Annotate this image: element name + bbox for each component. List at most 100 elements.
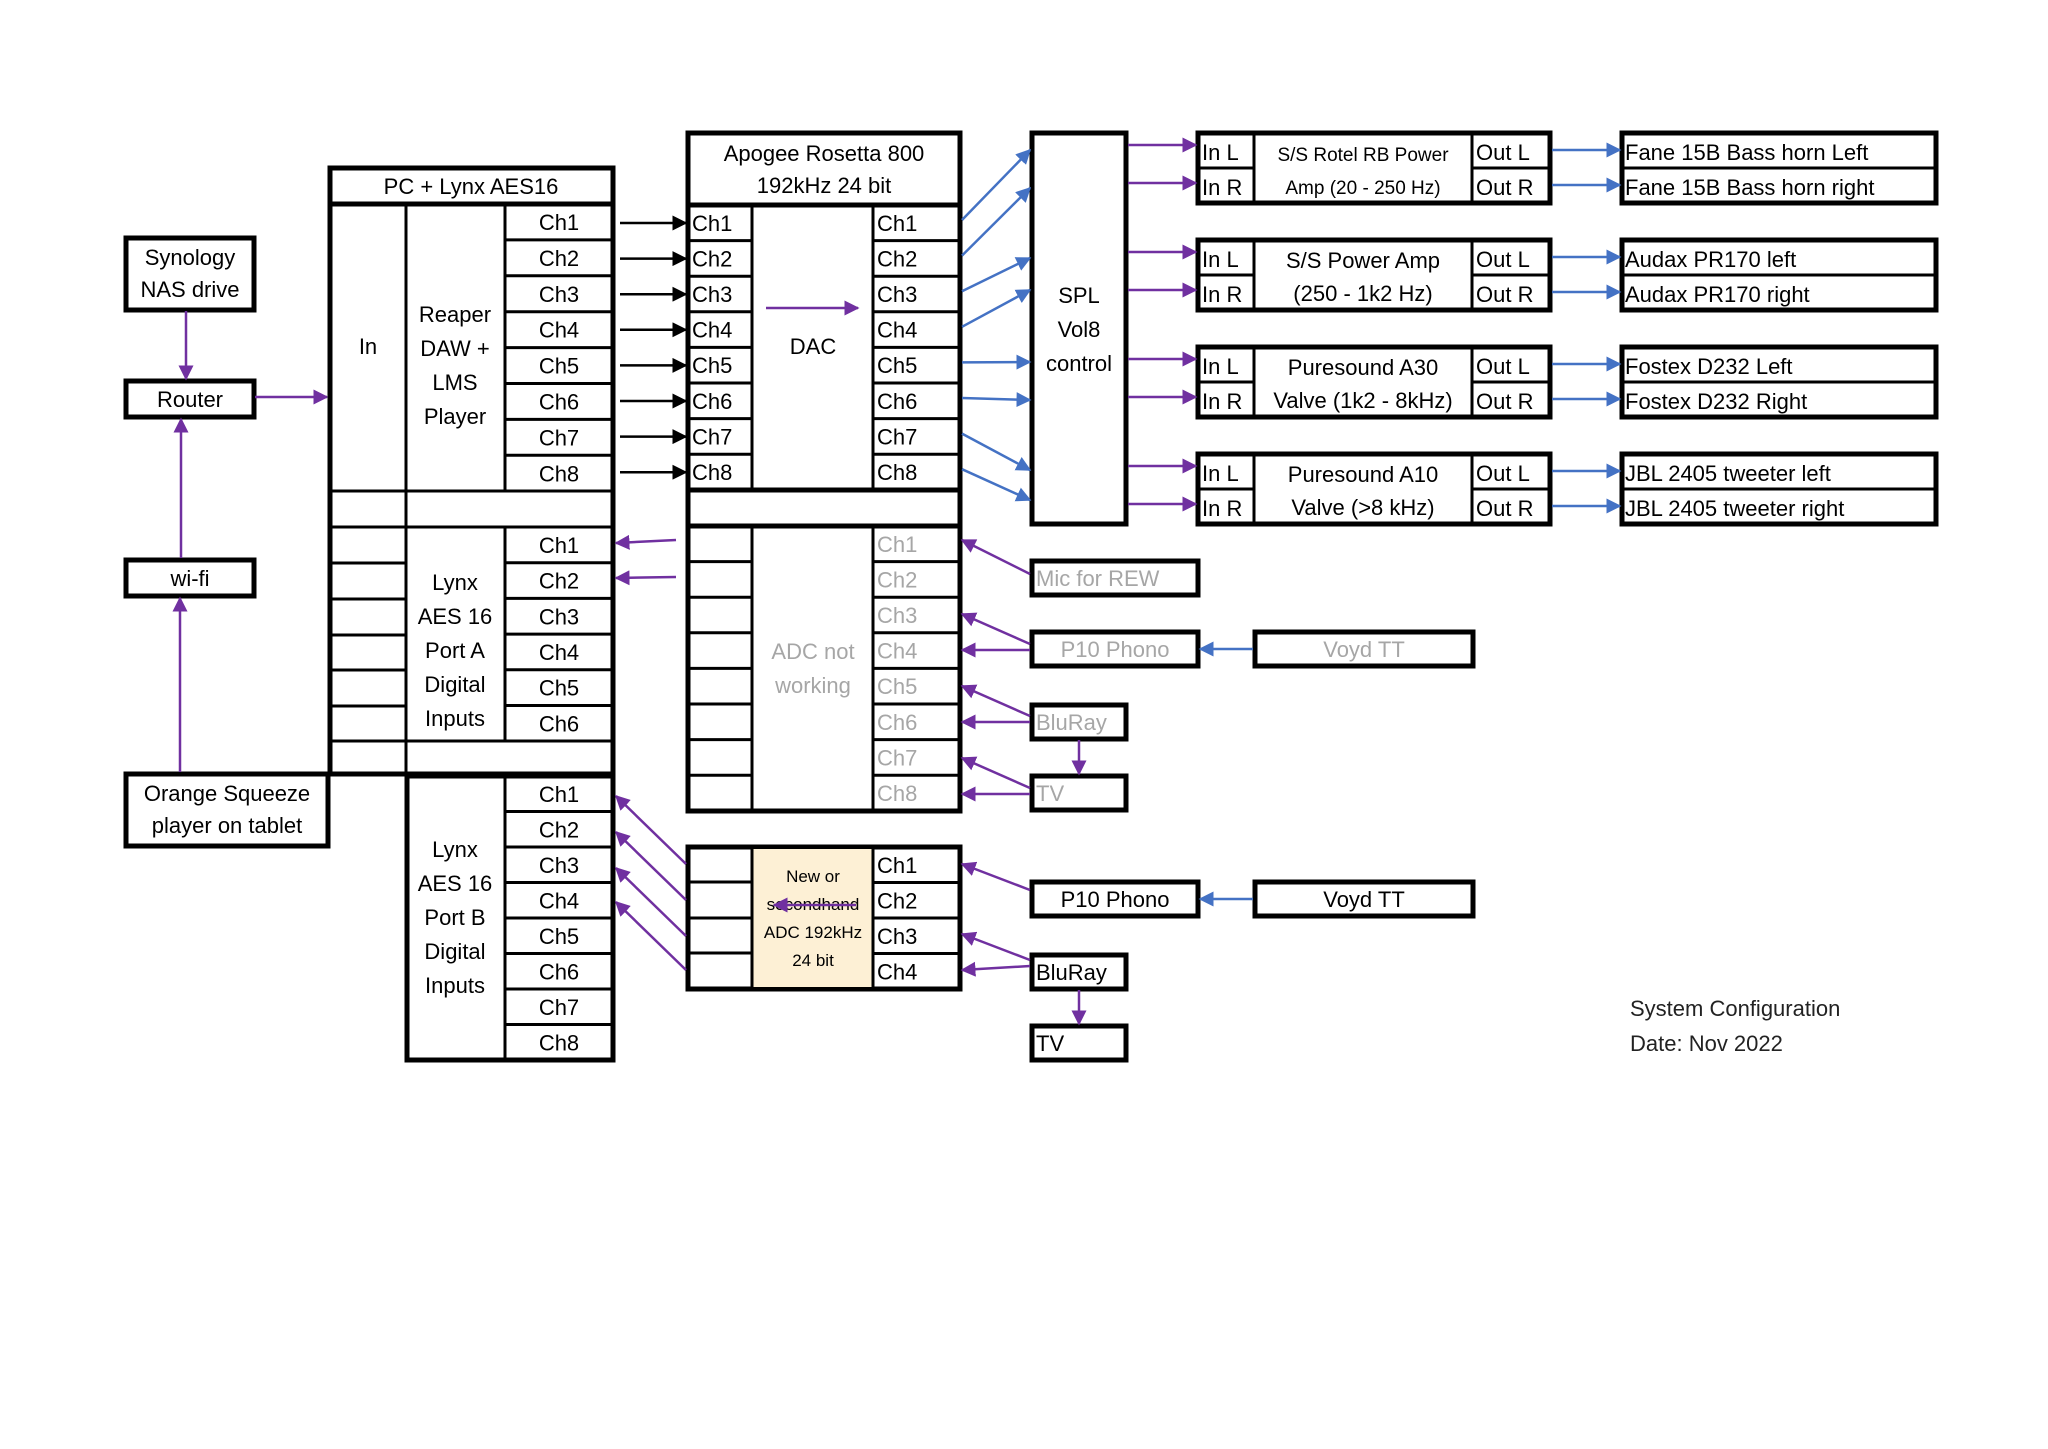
amp-name: S/S Rotel RB Power [1277, 145, 1449, 166]
bluray-old-label: BluRay [1036, 710, 1107, 735]
dac-spl-arrow [961, 392, 1032, 408]
port-b-channel: Ch4 [539, 888, 579, 913]
tablet-label: Orange Squeeze [144, 781, 310, 806]
amp-in-r: In R [1202, 389, 1242, 414]
dac-input-channel: Ch6 [692, 389, 732, 414]
pc-body [327, 201, 616, 777]
amp-out-l: Out L [1476, 354, 1530, 379]
pc-output-channel: Ch6 [539, 389, 579, 414]
newadc-portb-arrow [614, 866, 687, 937]
tv-new-label: TV [1036, 1031, 1064, 1056]
amp-in-l: In L [1202, 247, 1239, 272]
adc-channel: Ch8 [877, 781, 917, 806]
new-adc-channel: Ch3 [877, 924, 917, 949]
router-box [123, 378, 257, 420]
nas-label: NAS drive [140, 277, 239, 302]
spl-label: SPL [1058, 283, 1100, 308]
dac-spl-arrow [961, 256, 1032, 293]
phono-old-label: P10 Phono [1061, 637, 1170, 662]
dac-input-channel: Ch3 [692, 282, 732, 307]
dac-input-channel: Ch1 [692, 211, 732, 236]
port-a-label: AES 16 [418, 604, 493, 629]
port-b-channel: Ch2 [539, 817, 579, 842]
amp-out-r: Out R [1476, 282, 1533, 307]
port-b-label: Lynx [432, 837, 478, 862]
pc-output-channel: Ch1 [539, 210, 579, 235]
bluray-adc-arrow [960, 684, 1031, 718]
amp-in-r: In R [1202, 496, 1242, 521]
dac-output-channel: Ch2 [877, 246, 917, 271]
tv-old-label: TV [1036, 781, 1064, 806]
pc-output-channel: Ch4 [539, 318, 579, 343]
port-b-label: Inputs [425, 973, 485, 998]
port-b-label: AES 16 [418, 871, 493, 896]
bluray-new-box [1029, 952, 1129, 992]
port-a-label: Inputs [425, 706, 485, 731]
apogee-block: Apogee Rosetta 800 192kHz 24 bit DAC Ch1… [685, 130, 963, 814]
amp-out-l: Out L [1476, 247, 1530, 272]
port-b-label: Digital [424, 939, 485, 964]
apogee-title: Apogee Rosetta 800 [724, 141, 925, 166]
mic-box [1029, 558, 1201, 598]
adc-channel: Ch4 [877, 639, 917, 664]
new-adc-channel: Ch4 [877, 959, 917, 984]
tt-new-box [1252, 879, 1476, 919]
spl-label: control [1046, 351, 1112, 376]
dac-spl-arrow [961, 186, 1032, 257]
tt-old-label: Voyd TT [1323, 637, 1405, 662]
adc-channel: Ch7 [877, 745, 917, 770]
dac-spl-arrow [961, 432, 1032, 472]
port-b-channel: Ch8 [539, 1030, 579, 1055]
speaker-left: Fane 15B Bass horn Left [1625, 140, 1868, 165]
port-b-channel: Ch6 [539, 959, 579, 984]
port-a-channel: Ch3 [539, 604, 579, 629]
tt-new-label: Voyd TT [1323, 887, 1405, 912]
dac-output-channel: Ch5 [877, 353, 917, 378]
amp-out-r: Out R [1476, 175, 1533, 200]
wifi-box [123, 557, 257, 599]
port-a-channel: Ch6 [539, 711, 579, 736]
amp-out-r: Out R [1476, 389, 1533, 414]
port-a-channel: Ch5 [539, 676, 579, 701]
mic-adc-arrow [960, 538, 1031, 576]
speaker-left: JBL 2405 tweeter left [1625, 461, 1831, 486]
tv-old-box [1029, 773, 1129, 813]
port-b-channel: Ch3 [539, 853, 579, 878]
new-adc-channel: Ch1 [877, 853, 917, 878]
wifi-label: wi-fi [169, 566, 209, 591]
new-adc-block: New or secondhand ADC 192kHz 24 bit Ch1C… [685, 844, 963, 992]
dac-output-channel: Ch7 [877, 424, 917, 449]
port-b-channel: Ch5 [539, 924, 579, 949]
port-a-label: Port A [425, 638, 485, 663]
newadc-portb-arrow [614, 794, 687, 865]
phono-adc-arrow [960, 612, 1031, 646]
pc-in-label: In [359, 334, 377, 359]
newadc-portb-arrow [614, 830, 687, 901]
adc-channel: Ch5 [877, 674, 917, 699]
dac-spl-arrow [961, 148, 1032, 221]
tablet-box [123, 771, 331, 849]
adc-channel: Ch6 [877, 710, 917, 735]
amp-in-l: In L [1202, 140, 1239, 165]
port-b-label: Port B [424, 905, 485, 930]
spl-box [1029, 130, 1129, 527]
port-b-channel: Ch7 [539, 995, 579, 1020]
amp-name: Valve (1k2 - 8kHz) [1273, 388, 1452, 413]
speaker-right: JBL 2405 tweeter right [1625, 496, 1844, 521]
speaker-right: Fostex D232 Right [1625, 389, 1807, 414]
dac-label: DAC [790, 334, 837, 359]
nas-label: Synology [145, 245, 236, 270]
amp-name: S/S Power Amp [1286, 248, 1440, 273]
bluray-new-label: BluRay [1036, 960, 1107, 985]
phono-newadc-arrow [960, 861, 1031, 892]
tv-new-box [1029, 1023, 1129, 1063]
newadc-portb-arrow [614, 900, 687, 971]
port-a-label: Digital [424, 672, 485, 697]
new-adc-fill [752, 849, 873, 987]
dac-spl-arrow [961, 288, 1032, 328]
pc-output-channel: Ch7 [539, 425, 579, 450]
speaker-right: Audax PR170 right [1625, 282, 1810, 307]
dac-input-channel: Ch7 [692, 424, 732, 449]
dac-output-channel: Ch1 [877, 211, 917, 236]
apogee-spacer [685, 487, 963, 529]
